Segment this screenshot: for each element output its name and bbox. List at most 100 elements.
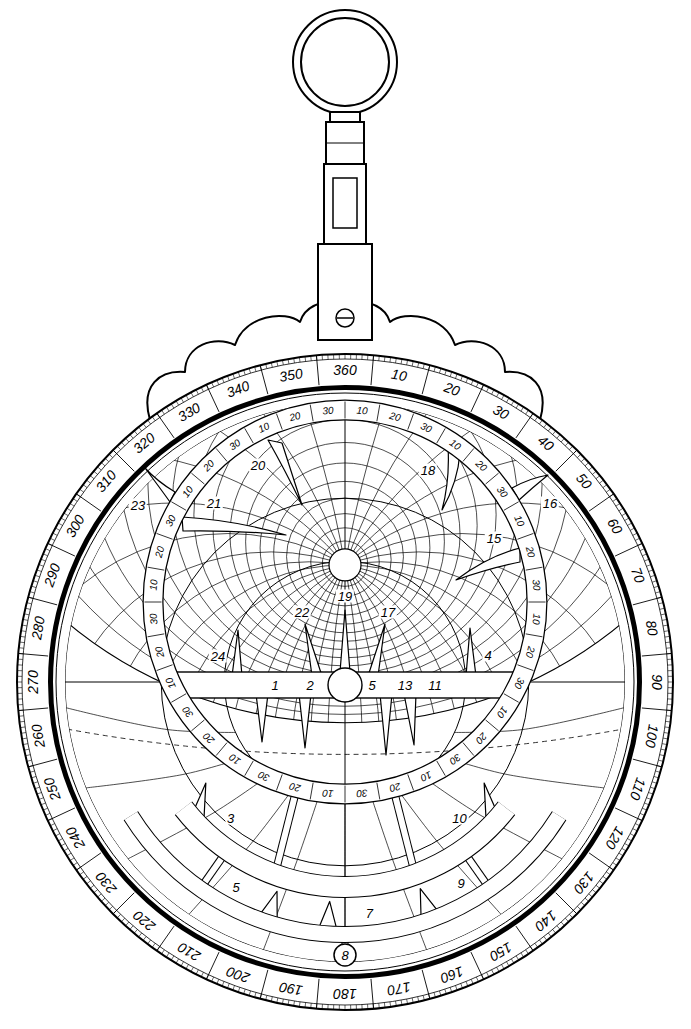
degree-tick [665, 636, 670, 638]
degree-tick [293, 358, 295, 363]
ecliptic-tick [377, 783, 380, 800]
degree-tick [650, 575, 655, 577]
ecliptic-tick [216, 743, 227, 756]
degree-divider [206, 952, 219, 979]
degree-tick [25, 608, 30, 609]
degree-tick [630, 834, 634, 836]
degree-tick [196, 970, 198, 974]
degree-tick [622, 513, 626, 516]
degree-tick [196, 390, 198, 394]
degree-tick [130, 434, 133, 438]
degree-tick [655, 771, 660, 772]
degree-tick [625, 844, 629, 847]
degree-tick [642, 808, 647, 810]
degree-tick [217, 380, 219, 385]
degree-tick [606, 872, 610, 875]
degree-tick [406, 999, 408, 1004]
degree-tick [569, 446, 572, 450]
degree-tick [466, 981, 468, 986]
degree-tick [249, 991, 250, 996]
degree-tick [658, 760, 663, 761]
callout-number: 24 [209, 650, 227, 663]
degree-tick [581, 902, 585, 905]
ecliptic-number: 30 [419, 421, 433, 435]
ecliptic-tick [504, 694, 519, 703]
degree-tick [327, 1005, 328, 1010]
ecliptic-tick [377, 405, 380, 422]
degree-tick [526, 950, 529, 954]
ecliptic-tick [504, 502, 519, 511]
degree-tick [445, 370, 447, 375]
degree-tick [606, 489, 610, 492]
star-pointer [404, 694, 416, 745]
degree-tick [61, 844, 65, 847]
ecliptic-tick [437, 428, 446, 443]
degree-tick [553, 929, 556, 933]
degree-tick [288, 1000, 290, 1005]
degree-tick [521, 407, 524, 411]
degree-tick [434, 367, 435, 372]
star-pointer [299, 694, 311, 748]
shackle-collar [330, 112, 360, 122]
degree-tick [650, 787, 655, 789]
degree-tick [666, 647, 671, 649]
degree-tick [622, 848, 626, 851]
degree-tick [191, 392, 193, 396]
rete-strut-edge [395, 797, 415, 875]
star-pointer [182, 517, 286, 535]
shackle-stem [324, 164, 366, 244]
degree-tick [266, 364, 267, 369]
degree-tick [423, 995, 424, 1000]
degree-tick [471, 380, 473, 385]
degree-tick [487, 972, 489, 976]
ecliptic-number: 10 [356, 405, 368, 416]
degree-tick [121, 918, 124, 922]
degree-tick [45, 813, 50, 815]
degree-tick [668, 670, 673, 671]
degree-tick [30, 592, 35, 593]
ecliptic-tick [345, 402, 346, 419]
degree-tick [139, 933, 142, 937]
degree-tick [596, 885, 600, 888]
degree-tick [450, 987, 452, 992]
degree-number: 300 [63, 512, 87, 539]
degree-tick [50, 824, 54, 826]
callout-number: 4 [482, 649, 493, 662]
degree-tick [117, 446, 120, 450]
degree-tick [476, 382, 478, 387]
degree-tick [361, 1005, 362, 1010]
degree-tick [17, 664, 22, 665]
degree-tick [31, 586, 36, 587]
callout-number: 11 [426, 679, 444, 692]
ecliptic-number: 10 [180, 484, 195, 499]
degree-tick [668, 687, 673, 688]
degree-tick [654, 776, 659, 777]
degree-tick [94, 471, 98, 474]
ecliptic-tick [529, 602, 546, 603]
degree-tick [384, 1003, 386, 1008]
zenith-hole [329, 549, 361, 581]
azimuth-line [0, 503, 440, 1029]
degree-tick [418, 362, 419, 367]
degree-tick [668, 664, 673, 665]
degree-tick [101, 463, 105, 466]
degree-tick [53, 533, 57, 535]
degree-tick [378, 1003, 380, 1008]
degree-tick [277, 361, 278, 366]
plate-edge [56, 393, 634, 971]
degree-tick [640, 549, 645, 551]
degree-tick [581, 458, 585, 461]
degree-tick [27, 760, 32, 761]
ecliptic-number: 10 [227, 752, 242, 767]
ecliptic-number: 20 [202, 730, 217, 745]
star-pointer [466, 628, 476, 676]
degree-tick [544, 424, 547, 428]
degree-tick [664, 630, 669, 632]
degree-tick [660, 755, 665, 756]
degree-tick [105, 458, 109, 461]
ecliptic-number: 20 [524, 645, 537, 658]
degree-tick [662, 619, 667, 621]
degree-tick [249, 368, 250, 373]
degree-number: 210 [175, 940, 202, 964]
degree-tick [64, 513, 68, 516]
